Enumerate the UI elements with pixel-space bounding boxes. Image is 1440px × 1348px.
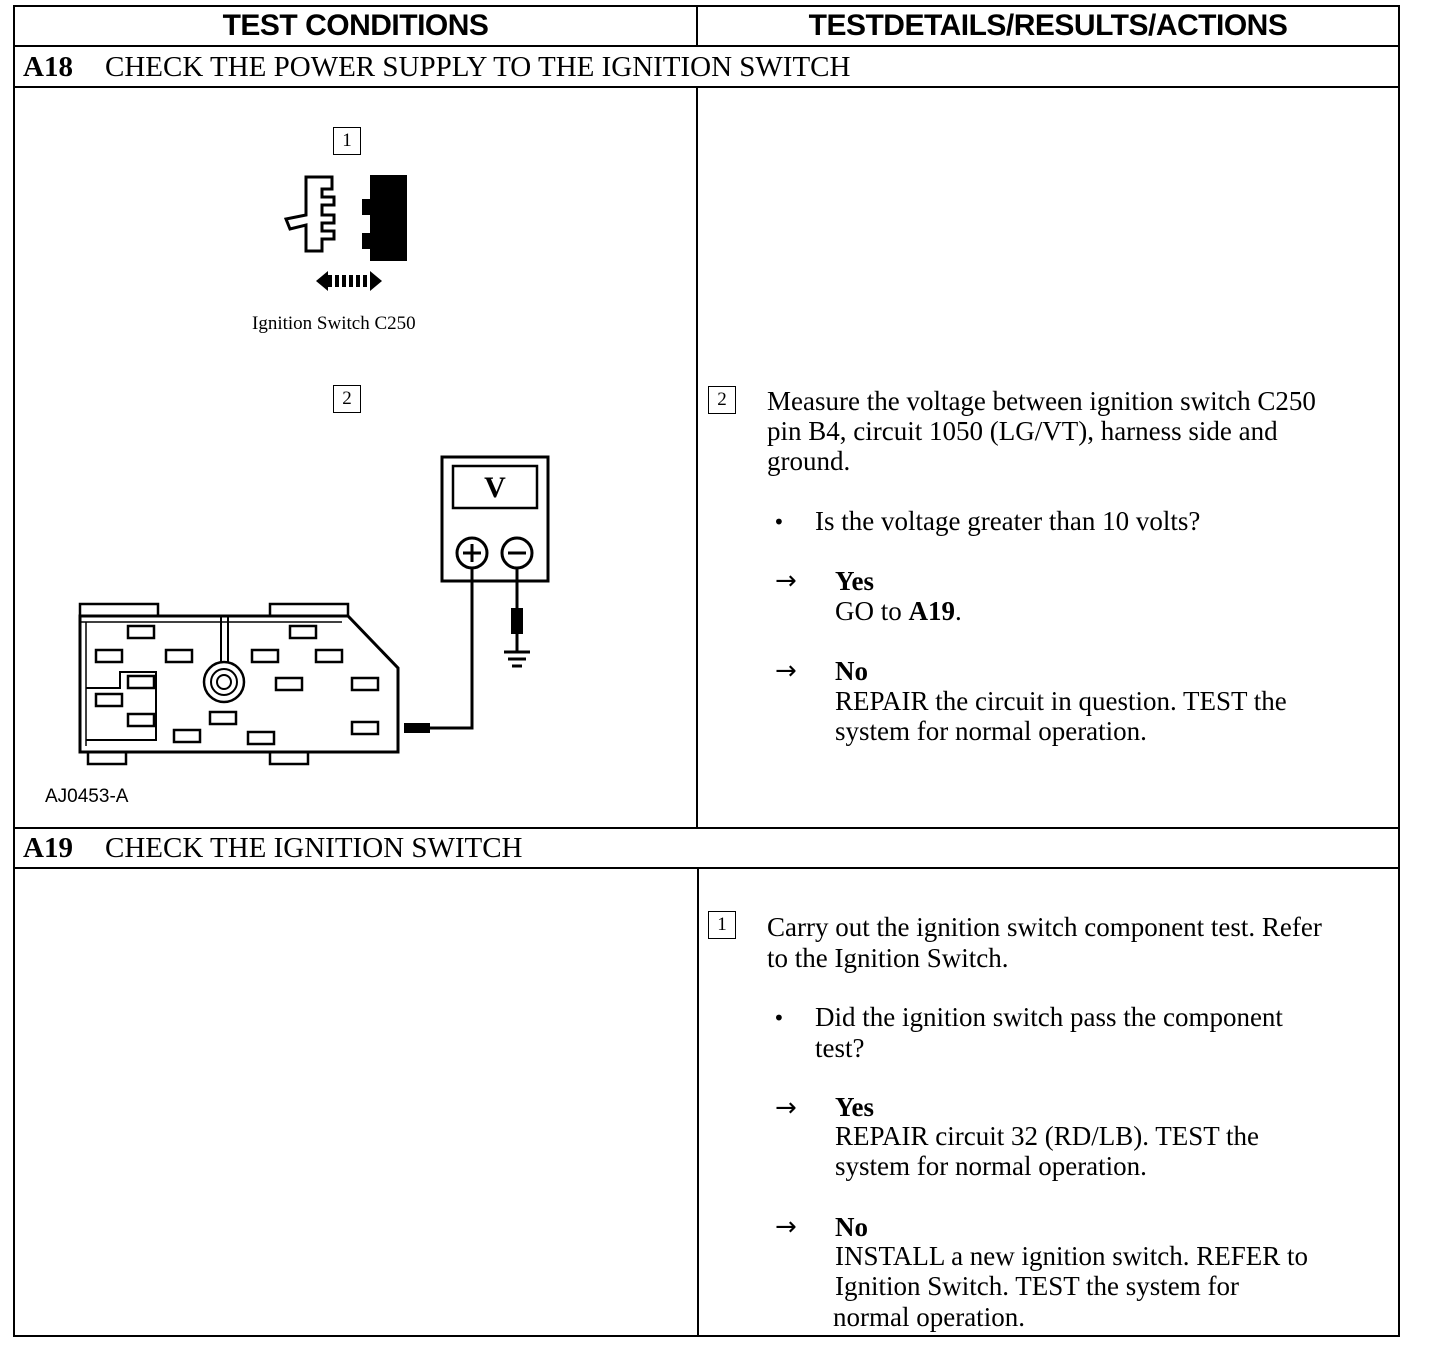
positive-lead (428, 568, 474, 730)
connector-harness-side (283, 175, 336, 253)
header-column-divider (696, 7, 698, 45)
voltmeter-display (451, 464, 539, 510)
separate-arrow-icon (316, 271, 382, 291)
a18-question: Is the voltage greater than 10 volts? (815, 506, 1201, 536)
a19-question-line-2: test? (815, 1033, 865, 1063)
voltmeter-test-illustration: V (78, 455, 550, 766)
a18-title: CHECK THE POWER SUPPLY TO THE IGNITION S… (105, 50, 851, 83)
a18-bullet-icon: • (773, 510, 785, 534)
a18-yes-action-end: . (955, 596, 962, 626)
negative-terminal-icon (500, 536, 534, 570)
a18-no-action-line-1: REPAIR the circuit in question. TEST the (835, 686, 1287, 716)
connector-caption: Ignition Switch C250 (252, 313, 416, 334)
a19-yes-action-line-1: REPAIR circuit 32 (RD/LB). TEST the (835, 1121, 1259, 1151)
a19-no-action-line-1: INSTALL a new ignition switch. REFER to (835, 1241, 1309, 1271)
a19-title-top-divider (15, 827, 1398, 829)
header-test-details: TESTDETAILS/RESULTS/ACTIONS (808, 9, 1288, 42)
a18-instruction-line-3: ground. (767, 446, 851, 476)
a19-title-divider (15, 867, 1398, 869)
a18-yes-action: GO to A19. (835, 596, 962, 626)
figure-code: AJ0453-A (45, 786, 129, 807)
a19-title: CHECK THE IGNITION SWITCH (105, 831, 523, 864)
a19-no-arrow-icon: → (775, 1212, 797, 1242)
negative-probe (511, 608, 523, 634)
a19-id: A19 (23, 831, 73, 864)
a19-section-title: A19 CHECK THE IGNITION SWITCH (15, 828, 1398, 868)
a18-step-number-box: 2 (708, 386, 736, 414)
ground-icon (504, 650, 530, 668)
a18-yes-arrow-icon: → (775, 566, 797, 596)
a19-no-label: No (835, 1212, 868, 1242)
figure-step-2-box: 2 (333, 385, 361, 413)
a18-column-divider (696, 86, 698, 827)
positive-terminal-icon (455, 536, 489, 570)
a19-no-action-line-2: Ignition Switch. TEST the system for (835, 1271, 1239, 1301)
a19-instruction-line-1: Carry out the ignition switch component … (767, 912, 1322, 942)
a18-title-divider (15, 86, 1398, 88)
a18-instruction-line-1: Measure the voltage between ignition swi… (767, 386, 1316, 416)
connector-switch-side (362, 175, 407, 261)
a18-yes-action-text: GO to (835, 596, 909, 626)
a19-yes-label: Yes (835, 1092, 874, 1122)
a19-question-line-1: Did the ignition switch pass the compone… (815, 1002, 1283, 1032)
a18-no-label: No (835, 656, 868, 686)
header-test-conditions: TEST CONDITIONS (222, 9, 489, 42)
a18-instruction-line-2: pin B4, circuit 1050 (LG/VT), harness si… (767, 416, 1278, 446)
a18-id: A18 (23, 50, 73, 83)
connector-illustration (283, 175, 407, 291)
voltmeter-symbol: V (484, 471, 506, 504)
a19-yes-action-line-2: system for normal operation. (835, 1151, 1147, 1181)
a18-yes-label: Yes (835, 566, 874, 596)
a18-no-arrow-icon: → (775, 656, 797, 686)
diagnostic-table: TEST CONDITIONS TESTDETAILS/RESULTS/ACTI… (13, 5, 1400, 1337)
positive-probe (404, 723, 430, 733)
a19-column-divider (697, 867, 699, 1337)
a19-yes-arrow-icon: → (775, 1093, 797, 1123)
a19-no-action-line-3: normal operation. (833, 1302, 1025, 1332)
ignition-switch-connector (78, 602, 400, 766)
a19-instruction-line-2: to the Ignition Switch. (767, 943, 1009, 973)
figure-step-1-box: 1 (333, 127, 361, 155)
a19-step-number-box: 1 (708, 911, 736, 939)
a18-yes-action-ref: A19 (908, 596, 956, 626)
a18-section-title: A18 CHECK THE POWER SUPPLY TO THE IGNITI… (15, 47, 1398, 87)
a19-bullet-icon: • (773, 1006, 785, 1030)
a18-no-action-line-2: system for normal operation. (835, 716, 1147, 746)
header-divider (15, 45, 1398, 47)
